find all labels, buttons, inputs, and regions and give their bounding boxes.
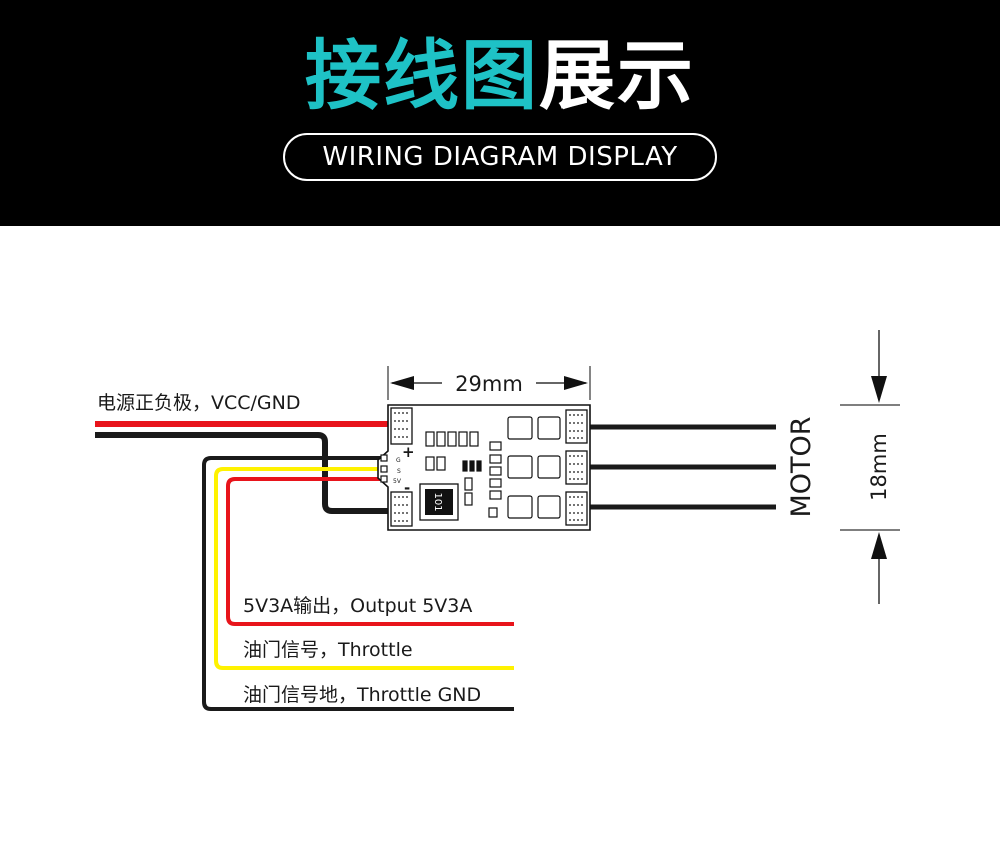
regulator-chip: 101: [419, 483, 459, 521]
motor-label: MOTOR: [786, 416, 817, 517]
minus-mark: -: [404, 479, 410, 497]
subtitle-pill: WIRING DIAGRAM DISPLAY: [283, 133, 717, 181]
wires: [95, 421, 776, 711]
title-accent: 接线图: [305, 31, 539, 120]
signal-pads: [380, 454, 388, 483]
esc-board: + - G S 5V: [377, 404, 591, 531]
width-dimension: 29mm: [387, 366, 591, 400]
smd-components: [425, 416, 561, 519]
power-pads: [390, 407, 413, 527]
motor-pads: [565, 409, 588, 526]
throttle-wire-label: 油门信号，Throttle: [243, 639, 413, 661]
width-label: 29mm: [455, 372, 523, 396]
header-banner: 接线图展示 WIRING DIAGRAM DISPLAY: [0, 0, 1000, 226]
throttle-yellow-wire: [214, 467, 514, 670]
throttle-gnd-wire-label: 油门信号地，Throttle GND: [243, 684, 481, 706]
g-mark: G: [396, 457, 401, 464]
s-mark: S: [397, 468, 401, 475]
chip-marking: 101: [432, 492, 443, 511]
5v-mark: 5V: [393, 478, 402, 485]
height-label: 18mm: [867, 433, 891, 501]
plus-mark: +: [402, 443, 415, 461]
power-black-wire: [95, 432, 390, 514]
output-red-wire: [226, 477, 514, 626]
throttle-gnd-wire: [202, 456, 514, 711]
title-plain: 展示: [539, 31, 695, 120]
height-dimension: 18mm: [840, 330, 900, 604]
output-wire-label: 5V3A输出，Output 5V3A: [243, 595, 472, 617]
page-title: 接线图展示: [0, 38, 1000, 114]
power-wire-label: 电源正负极，VCC/GND: [97, 392, 301, 414]
